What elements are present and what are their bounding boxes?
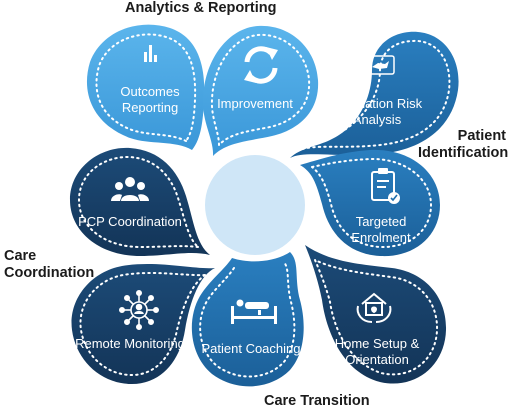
clipboard-check-icon	[371, 168, 400, 204]
petal-pcp-coordination[interactable]	[70, 147, 210, 256]
section-label-care-coordination: Care Coordination	[4, 248, 95, 281]
petal-improvement[interactable]	[202, 25, 319, 156]
petal-label-improvement: Improvement	[217, 96, 293, 111]
section-label-patient-identification: Patient Identification	[418, 128, 508, 161]
petal-label-remote-monitoring: Remote Monitoring	[75, 336, 185, 351]
petal-label-pcp-coordination: PCP Coordination	[78, 214, 182, 229]
petal-label-home-setup: Home Setup & Orientation	[334, 336, 420, 367]
refresh-cycle-icon	[244, 46, 278, 84]
section-label-care-transition: Care Transition	[264, 393, 370, 409]
petal-label-targeted-enrolment: Targeted Enrolment	[351, 214, 411, 245]
center-circle	[205, 155, 305, 255]
team-group-icon	[111, 177, 149, 201]
network-person-icon	[119, 289, 160, 330]
petal-population-risk-analysis[interactable]	[290, 31, 459, 159]
map-card-icon	[365, 55, 395, 75]
petal-label-population-risk-analysis: Population Risk Analysis	[331, 96, 423, 127]
patient-bed-icon	[231, 299, 277, 324]
petal-patient-coaching[interactable]	[191, 252, 304, 387]
petal-label-patient-coaching: Patient Coaching	[201, 341, 301, 356]
petal-targeted-enrolment[interactable]	[300, 149, 440, 257]
petal-label-outcomes-reporting: Outcomes Reporting	[120, 84, 180, 115]
home-hands-icon	[356, 292, 392, 323]
section-label-analytics-reporting: Analytics & Reporting	[125, 0, 277, 16]
petal-remote-monitoring[interactable]	[71, 264, 215, 385]
bar-chart-icon	[144, 45, 157, 62]
petal-outcomes-reporting[interactable]	[86, 24, 205, 150]
